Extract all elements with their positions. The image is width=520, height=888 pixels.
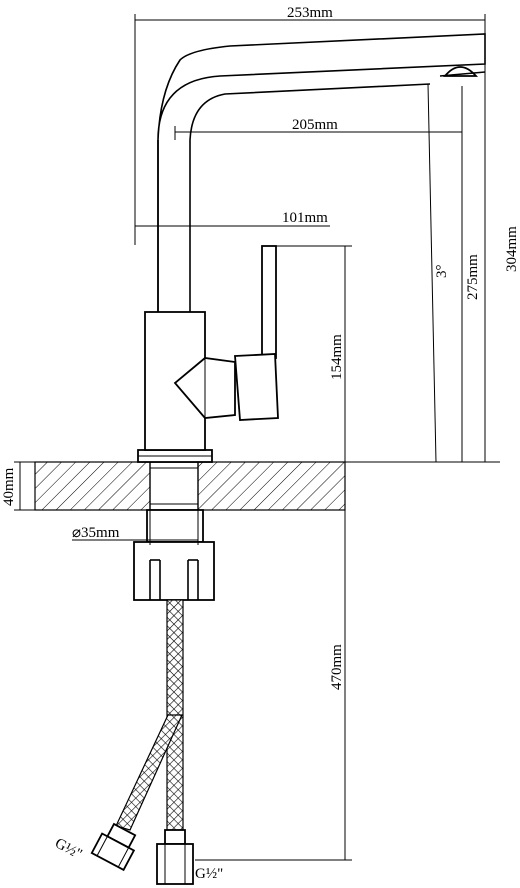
dimension-lines [14, 14, 500, 861]
dim-spout-angle: 3° [434, 265, 450, 279]
countertop-section [34, 461, 346, 511]
dim-hole-diameter: ⌀35mm [72, 525, 120, 541]
thread-label-left: G½" [52, 835, 84, 862]
dim-hose-length: 470mm [329, 644, 345, 690]
dim-body-height: 154mm [329, 334, 345, 380]
dim-spout-height: 275mm [465, 254, 481, 300]
dim-handle-offset: 101mm [282, 210, 328, 226]
thread-label-right: G½" [195, 866, 223, 882]
flex-hoses [90, 599, 194, 885]
dim-spout-reach: 205mm [292, 117, 338, 133]
faucet-body [137, 33, 486, 463]
dim-deck-thickness: 40mm [1, 467, 17, 506]
dim-width-total: 253mm [287, 5, 333, 21]
mounting-nut [133, 509, 215, 601]
dim-total-height: 304mm [504, 226, 520, 272]
